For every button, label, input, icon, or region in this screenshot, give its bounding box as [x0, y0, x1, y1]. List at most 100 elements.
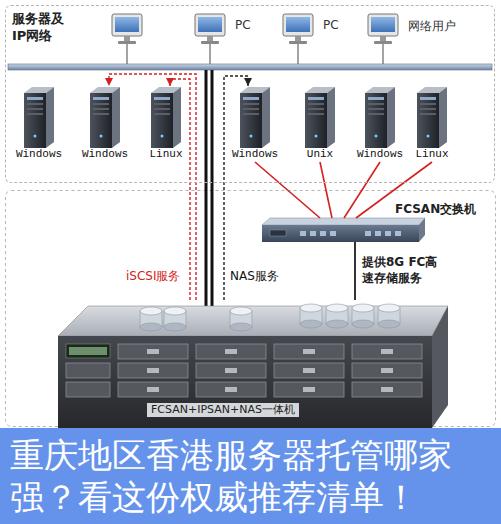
server-node: Windows [227, 86, 283, 162]
os-label: Linux [415, 148, 448, 160]
array-drawing [303, 387, 315, 392]
server-icon [151, 87, 181, 148]
array-drawing [66, 344, 422, 397]
pc-icon [112, 14, 142, 44]
switch-drawing [385, 231, 391, 236]
array-drawing [274, 344, 344, 359]
os-label: Windows [16, 148, 62, 160]
disk-cylinder [164, 307, 186, 331]
switch-drawing [300, 231, 306, 236]
array-drawing [58, 304, 448, 428]
switch-drawing [270, 230, 286, 236]
switch-drawing [365, 231, 371, 236]
pc-icon [195, 14, 225, 44]
pc-label: PC [235, 18, 251, 32]
pc-drop-lines [209, 44, 210, 64]
switch-drawing [262, 218, 425, 225]
array-drawing [196, 382, 266, 397]
caption-banner: 重庆地区香港服务器托管哪家 强？看这份权威推荐清单！ [0, 428, 501, 524]
array-label: FCSAN+IPSAN+NAS一体机 [147, 403, 299, 417]
server-node: Unix [292, 86, 348, 162]
network-region: 服务器及 IP网络 PC PC 网络用户 Windows Windows Linux Wind… [5, 5, 495, 183]
array-drawing [432, 306, 448, 428]
switch-drawing [419, 218, 425, 242]
connector [109, 74, 196, 300]
array-drawing [66, 344, 110, 358]
fc-switch: FCSAN交换机 [262, 218, 425, 242]
server-icon [417, 87, 447, 148]
network-bar [8, 64, 492, 70]
disk-cylinder [230, 307, 252, 331]
array-drawing [66, 382, 110, 397]
pc-label: PC [323, 18, 339, 32]
server-icon [90, 87, 120, 148]
network-cable [206, 70, 212, 336]
array-drawing [147, 387, 159, 392]
array-drawing [225, 387, 237, 392]
array-drawing [381, 387, 393, 392]
network-cable [211, 70, 214, 336]
array-drawing [381, 349, 393, 354]
os-label: Windows [232, 148, 278, 160]
user-label: 网络用户 [408, 18, 456, 35]
array-drawing [352, 344, 422, 359]
switch-drawing [310, 231, 316, 236]
edge-label: NAS服务 [230, 268, 279, 285]
edge-label: 提供8G FC高 速存储服务 [362, 254, 442, 286]
os-label: Linux [149, 148, 182, 160]
array-drawing [303, 368, 315, 373]
disk-cylinder [140, 307, 162, 331]
server-icon [24, 87, 54, 148]
pc-icon [368, 14, 398, 44]
switch-label: FCSAN交换机 [395, 201, 476, 218]
server-icon [240, 87, 270, 148]
region-heading: 服务器及 IP网络 [12, 10, 70, 44]
connector [344, 162, 380, 218]
storage-array: FCSAN+IPSAN+NAS一体机 [55, 300, 450, 428]
array-drawing [196, 363, 266, 378]
array-drawing [69, 347, 107, 355]
switch-drawing [320, 231, 326, 236]
connector [320, 162, 332, 218]
switch-drawing [300, 231, 401, 236]
server-node: Linux [404, 86, 460, 162]
connector [170, 79, 190, 300]
array-drawing [352, 382, 422, 397]
server-node: Linux [138, 86, 194, 162]
array-drawing [147, 368, 159, 373]
array-drawing [274, 363, 344, 378]
array-drawing [58, 336, 432, 428]
pc-drop-lines [382, 44, 383, 64]
array-drawing [118, 363, 188, 378]
connector [354, 242, 356, 300]
array-drawing [118, 382, 188, 397]
array-drawing [274, 382, 344, 397]
array-drawing [381, 368, 393, 373]
array-drawing [225, 368, 237, 373]
connector [224, 76, 248, 300]
pc-drop-lines [297, 44, 298, 64]
server-icon [305, 87, 335, 148]
os-label: Windows [82, 148, 128, 160]
array-drawing [352, 363, 422, 378]
disk-cylinder [300, 304, 322, 328]
switch-drawing [262, 218, 425, 242]
storage-region [6, 191, 496, 427]
array-drawing [118, 344, 188, 359]
array-drawing [303, 349, 315, 354]
edge-label: iSCSI服务 [126, 268, 181, 285]
array-drawing [225, 349, 237, 354]
pc-drop-lines [126, 44, 127, 64]
switch-drawing [375, 231, 381, 236]
array-drawing [196, 344, 266, 359]
server-node: Windows [11, 86, 67, 162]
pc-icon [283, 14, 313, 44]
os-label: Unix [307, 148, 333, 160]
pc-drop-lines [127, 44, 383, 64]
server-node: Windows [77, 86, 133, 162]
array-drawing [147, 349, 159, 354]
pc-node: 网络用户 [368, 14, 478, 46]
connector [255, 162, 320, 218]
array-drawing [147, 349, 393, 392]
